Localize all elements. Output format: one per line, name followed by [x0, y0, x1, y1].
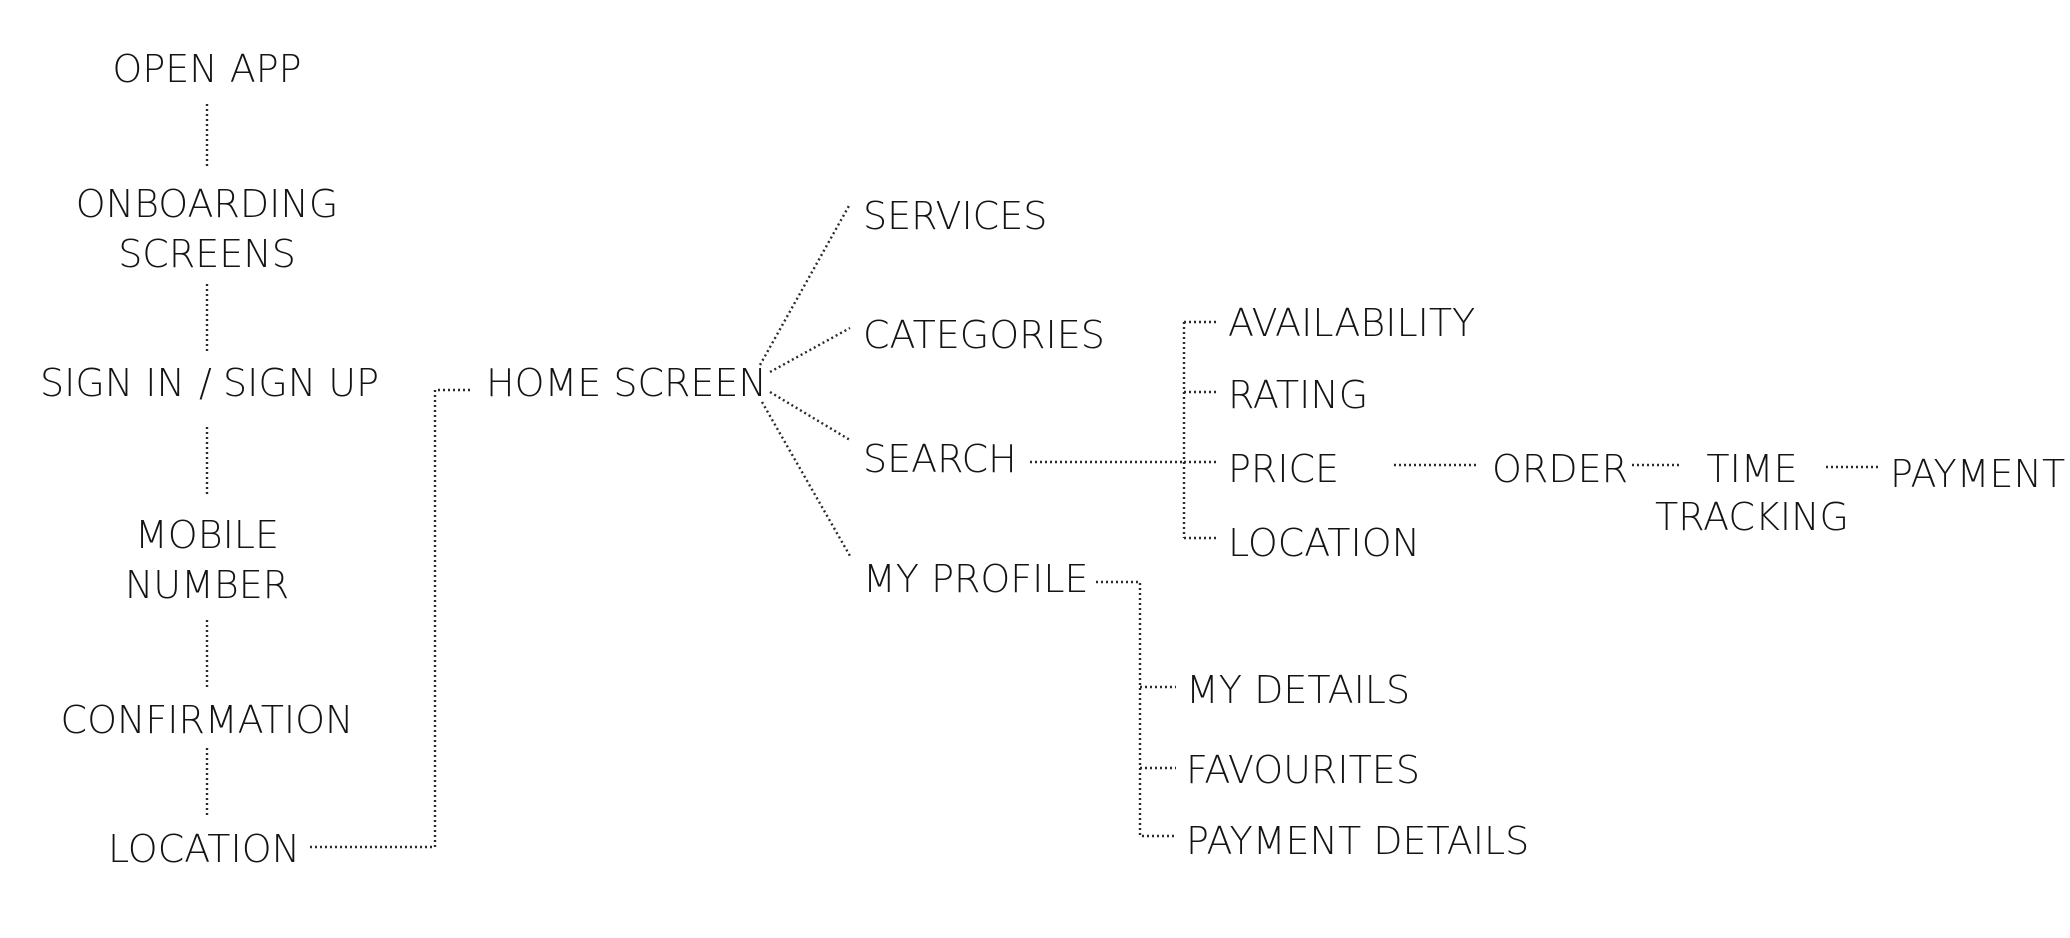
- node-mobile-number-line2: NUMBER: [125, 563, 289, 607]
- node-price: PRICE: [1228, 447, 1339, 491]
- connector-home-my-profile: [760, 401, 852, 557]
- node-rating: RATING: [1228, 373, 1368, 417]
- node-sign-up: SIGN UP: [223, 361, 379, 405]
- node-onboarding-screens-line2: SCREENS: [118, 232, 296, 276]
- node-location-left: LOCATION: [108, 827, 300, 871]
- connector-lines: [205, 104, 1880, 849]
- node-onboarding-screens-line1: ONBOARDING: [76, 182, 339, 226]
- node-confirmation: CONFIRMATION: [61, 698, 354, 742]
- onboarding-flow: OPEN APP ONBOARDING SCREENS SIGN IN / SI…: [40, 47, 379, 871]
- node-home-screen: HOME SCREEN: [486, 361, 767, 405]
- search-filters: AVAILABILITY RATING PRICE LOCATION: [1228, 301, 1475, 565]
- node-sign-in: SIGN IN: [40, 361, 185, 405]
- node-availability: AVAILABILITY: [1228, 301, 1475, 345]
- profile-items: MY DETAILS FAVOURITES PAYMENT DETAILS: [1186, 668, 1529, 863]
- node-sign-separator: /: [199, 361, 212, 405]
- node-mobile-number-line1: MOBILE: [135, 513, 279, 557]
- node-services: SERVICES: [863, 194, 1047, 238]
- node-payment: PAYMENT: [1890, 452, 2065, 496]
- order-flow: ORDER TIME TRACKING PAYMENT: [1492, 447, 2065, 539]
- node-open-app: OPEN APP: [112, 47, 301, 91]
- home-flow: HOME SCREEN SERVICES CATEGORIES SEARCH M…: [486, 194, 1105, 601]
- connector-home-services: [758, 203, 852, 366]
- node-favourites: FAVOURITES: [1186, 748, 1420, 792]
- node-categories: CATEGORIES: [863, 313, 1105, 357]
- node-time-tracking-line1: TIME: [1706, 447, 1797, 491]
- connector-home-categories: [769, 326, 851, 374]
- node-time-tracking-line2: TRACKING: [1655, 495, 1849, 539]
- connector-my-profile-bracket: [1096, 580, 1176, 838]
- node-my-profile: MY PROFILE: [863, 557, 1089, 601]
- node-my-details: MY DETAILS: [1186, 668, 1410, 712]
- node-payment-details: PAYMENT DETAILS: [1186, 819, 1529, 863]
- connector-location-home: [310, 388, 472, 849]
- node-location-right: LOCATION: [1228, 521, 1420, 565]
- connector-home-search: [769, 390, 851, 442]
- node-search: SEARCH: [863, 437, 1017, 481]
- node-order: ORDER: [1492, 447, 1628, 491]
